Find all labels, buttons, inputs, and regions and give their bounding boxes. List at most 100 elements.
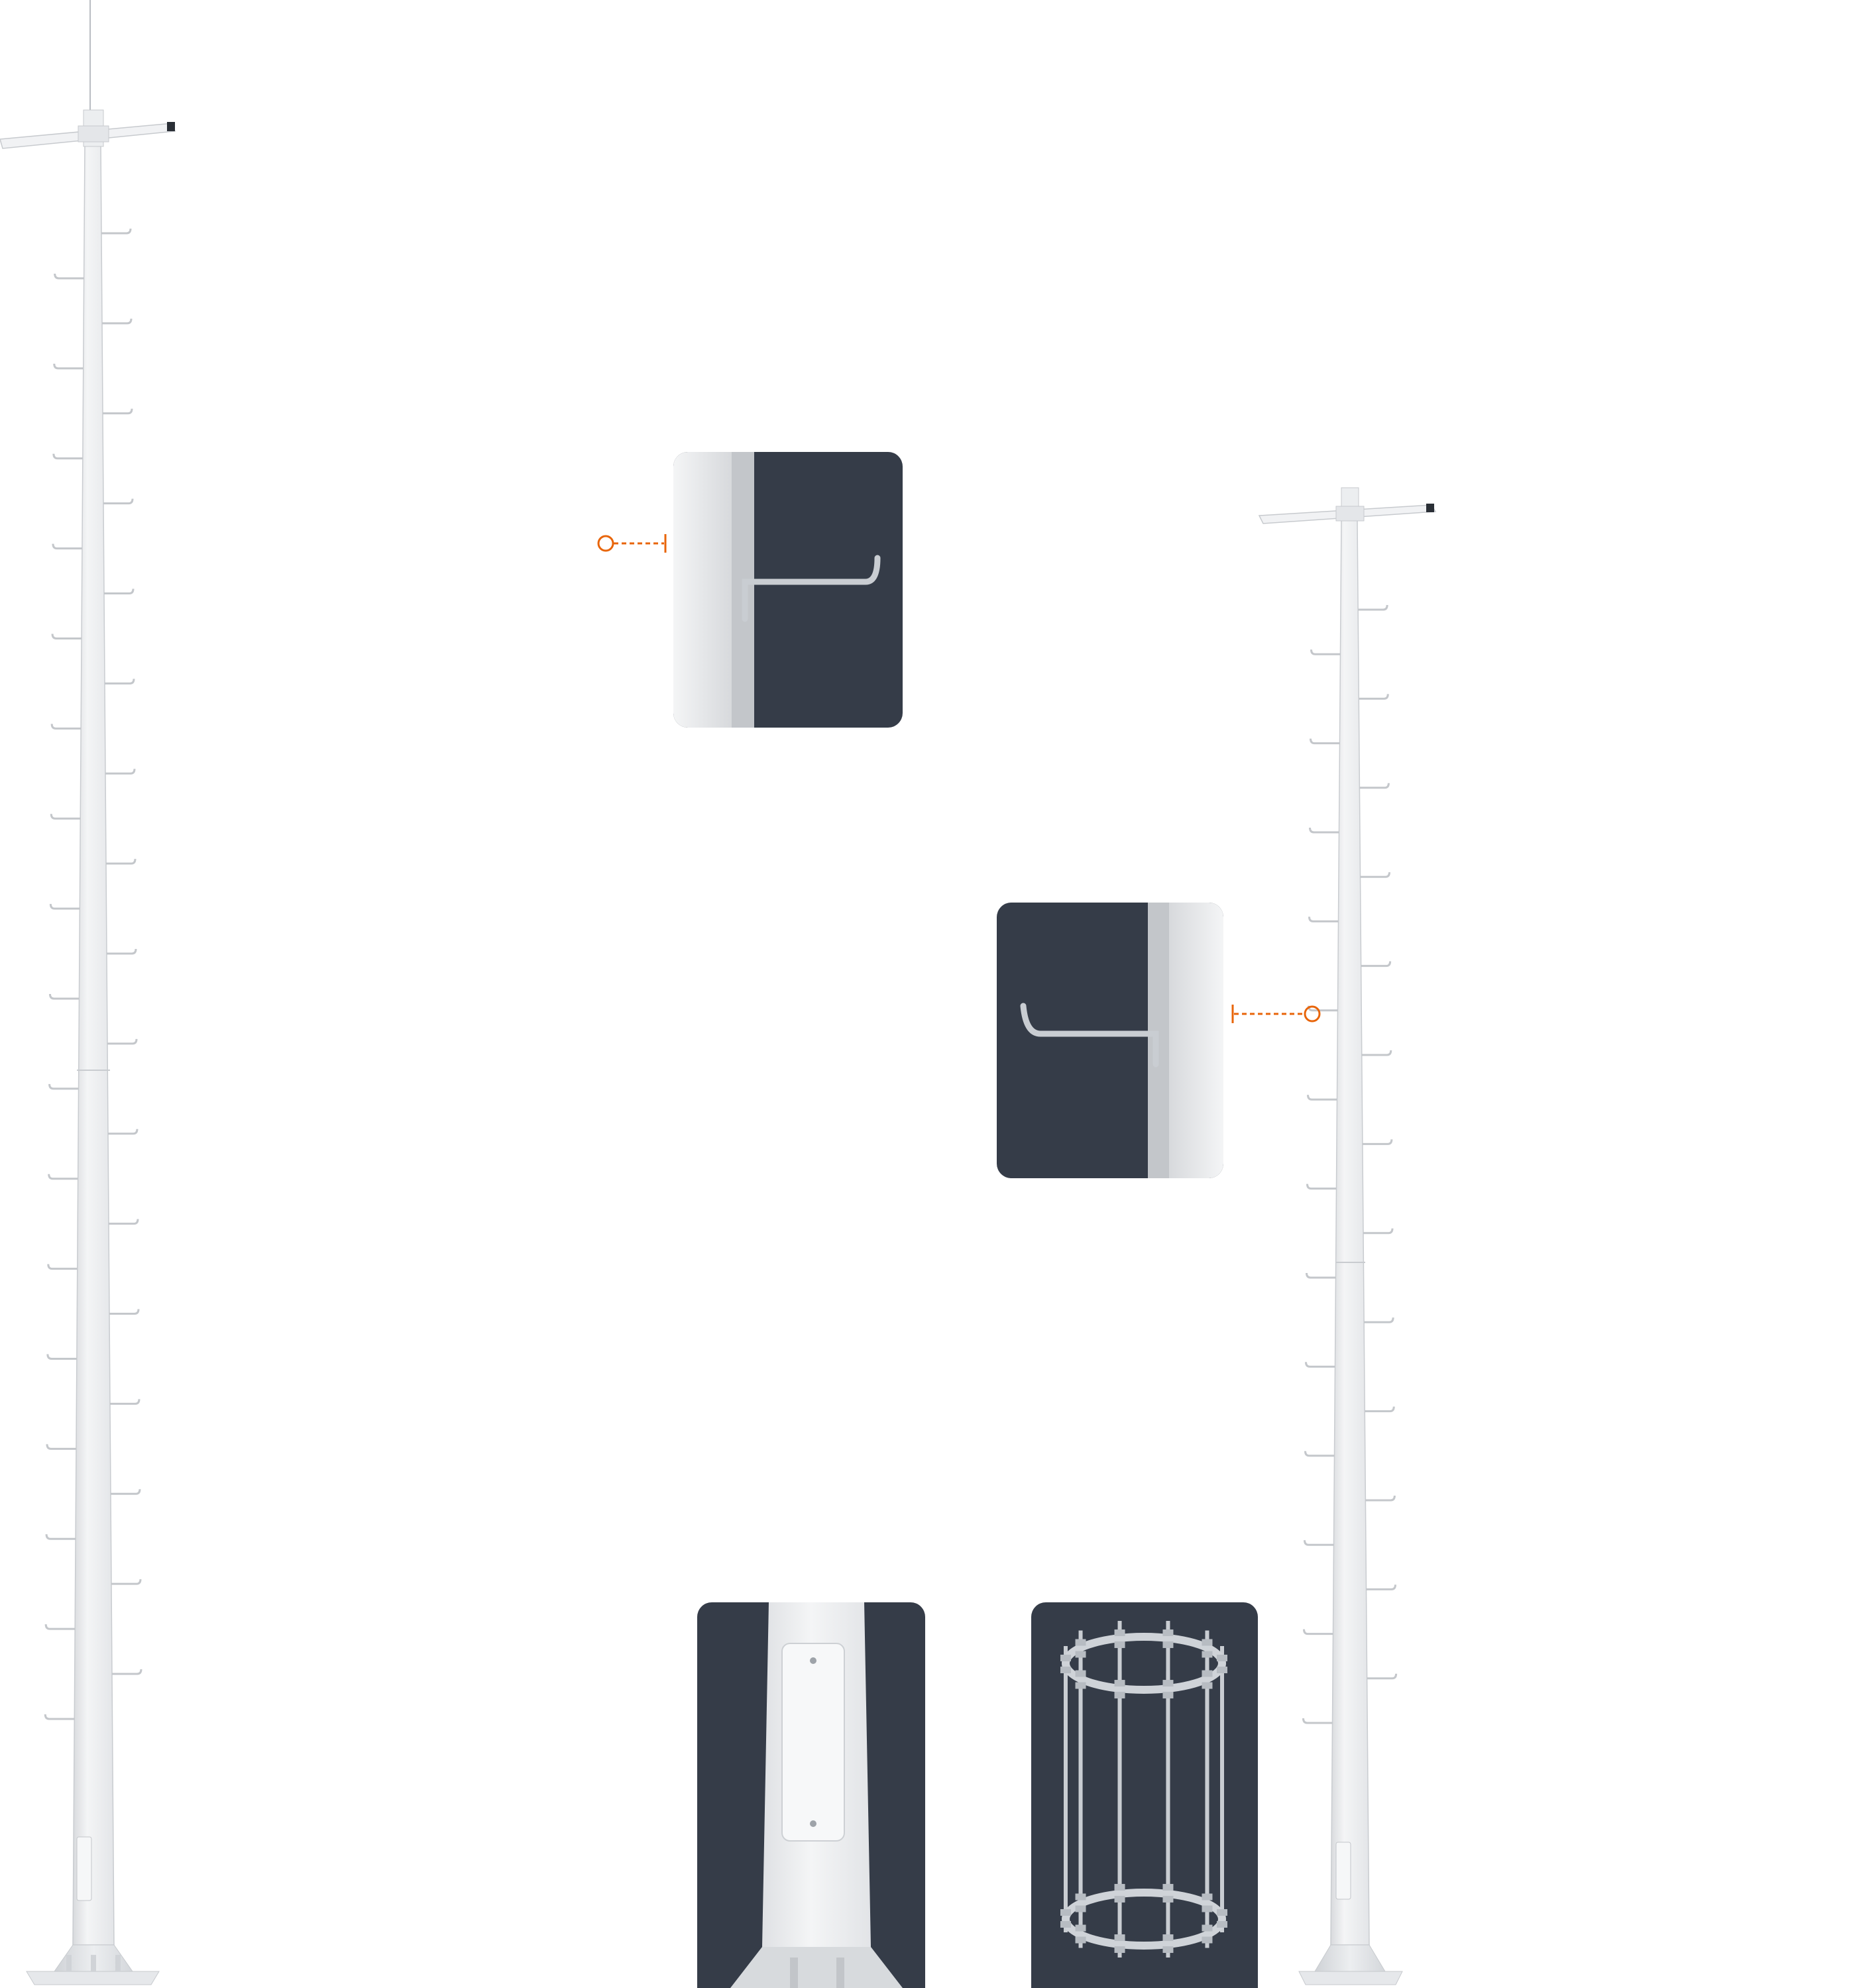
climbing-step bbox=[48, 1174, 78, 1180]
anchor-nut bbox=[1075, 1639, 1086, 1646]
climbing-step bbox=[1309, 738, 1340, 745]
anchor-nut bbox=[1162, 1883, 1174, 1891]
anchor-nut bbox=[1202, 1651, 1213, 1658]
climbing-step bbox=[1359, 694, 1389, 700]
detail-step-hook-left bbox=[673, 452, 903, 728]
climbing-step bbox=[1302, 1629, 1333, 1635]
climbing-step bbox=[101, 228, 132, 235]
anchor-nut bbox=[1202, 1936, 1213, 1944]
climbing-step bbox=[1360, 872, 1391, 878]
climbing-step bbox=[111, 1579, 142, 1585]
access-door-icon bbox=[781, 1643, 845, 1842]
climbing-step bbox=[1363, 1228, 1394, 1235]
anchor-nut bbox=[1162, 1680, 1174, 1687]
climbing-step bbox=[108, 1219, 139, 1225]
short-pole-base bbox=[1298, 1944, 1403, 1985]
climbing-step bbox=[1367, 1673, 1398, 1680]
anchor-nut bbox=[1114, 1946, 1125, 1954]
climbing-step bbox=[48, 993, 80, 1000]
climbing-step bbox=[107, 948, 137, 955]
anchor-nut bbox=[1217, 1655, 1227, 1661]
climbing-step bbox=[109, 1399, 140, 1405]
climbing-step bbox=[44, 1624, 76, 1630]
anchor-nut bbox=[1202, 1670, 1213, 1677]
step-hook-icon bbox=[742, 555, 881, 622]
climbing-step bbox=[1310, 649, 1341, 655]
anchor-nut bbox=[1114, 1680, 1125, 1687]
climbing-step bbox=[50, 814, 81, 820]
climbing-step bbox=[53, 363, 84, 370]
climbing-step bbox=[106, 859, 137, 865]
climbing-step bbox=[1364, 1317, 1394, 1323]
climbing-step bbox=[51, 634, 82, 639]
climbing-step bbox=[52, 453, 83, 460]
anchor-nut bbox=[1060, 1655, 1071, 1661]
climbing-step bbox=[111, 1669, 142, 1675]
climbing-step bbox=[48, 1083, 79, 1090]
climbing-step bbox=[1306, 1184, 1337, 1190]
anchor-nut bbox=[1114, 1629, 1125, 1636]
climbing-step bbox=[50, 724, 82, 730]
anchor-nut bbox=[1075, 1893, 1086, 1901]
climbing-step bbox=[44, 1714, 75, 1720]
anchor-nut bbox=[1162, 1641, 1174, 1648]
anchor-nut bbox=[1114, 1641, 1125, 1648]
anchor-nut bbox=[1075, 1905, 1086, 1912]
tall-pole-crossarm bbox=[0, 109, 176, 149]
climbing-step bbox=[45, 1534, 76, 1540]
climbing-step bbox=[1362, 1139, 1393, 1145]
anchor-nut bbox=[1162, 1946, 1174, 1954]
anchor-nut bbox=[1162, 1934, 1174, 1942]
climbing-step bbox=[105, 679, 135, 685]
anchor-nut bbox=[1060, 1667, 1071, 1673]
anchor-bolt-cage-icon bbox=[1060, 1620, 1227, 1958]
climbing-step bbox=[1302, 1718, 1333, 1724]
climbing-step bbox=[105, 769, 136, 775]
climbing-step bbox=[110, 1489, 141, 1495]
climbing-step bbox=[1303, 1540, 1334, 1546]
climbing-step bbox=[1304, 1451, 1335, 1457]
climbing-step bbox=[107, 1129, 139, 1135]
climbing-step bbox=[1366, 1584, 1397, 1590]
anchor-nut bbox=[1217, 1667, 1227, 1673]
anchor-nut bbox=[1114, 1692, 1125, 1699]
short-pole-access-door bbox=[1335, 1842, 1351, 1900]
climbing-step bbox=[1361, 1050, 1392, 1056]
anchor-nut bbox=[1075, 1924, 1086, 1932]
climbing-step bbox=[1304, 1362, 1335, 1368]
climbing-step bbox=[103, 408, 133, 415]
tall-pole-steps bbox=[44, 228, 142, 1720]
anchor-nut bbox=[1217, 1909, 1227, 1916]
tall-pole-access-door bbox=[76, 1836, 92, 1901]
climbing-step bbox=[1308, 827, 1339, 834]
climbing-step bbox=[107, 1038, 138, 1045]
anchor-nut bbox=[1075, 1936, 1086, 1944]
climbing-step bbox=[1359, 783, 1390, 789]
anchor-nut bbox=[1114, 1883, 1125, 1891]
climbing-step bbox=[109, 1309, 140, 1315]
anchor-nut bbox=[1162, 1895, 1174, 1903]
anchor-nut bbox=[1202, 1639, 1213, 1646]
climbing-step bbox=[46, 1444, 76, 1450]
anchor-nut bbox=[1114, 1934, 1125, 1942]
climbing-step bbox=[54, 273, 84, 280]
anchor-nut bbox=[1162, 1692, 1174, 1699]
climbing-step bbox=[1365, 1406, 1395, 1413]
anchor-nut bbox=[1202, 1682, 1213, 1689]
anchor-nut bbox=[1202, 1905, 1213, 1912]
anchor-nut bbox=[1075, 1670, 1086, 1677]
climbing-step bbox=[49, 904, 80, 910]
climbing-step bbox=[52, 543, 82, 550]
anchor-nut bbox=[1060, 1921, 1071, 1928]
climbing-step bbox=[47, 1264, 78, 1270]
climbing-step bbox=[1306, 1095, 1337, 1101]
anchor-nut bbox=[1217, 1921, 1227, 1928]
anchor-nut bbox=[1202, 1893, 1213, 1901]
climbing-step bbox=[1308, 916, 1339, 922]
climbing-step bbox=[1305, 1272, 1336, 1279]
anchor-nut bbox=[1162, 1629, 1174, 1636]
anchor-nut bbox=[1075, 1682, 1086, 1689]
step-hook-icon bbox=[1020, 1003, 1159, 1068]
